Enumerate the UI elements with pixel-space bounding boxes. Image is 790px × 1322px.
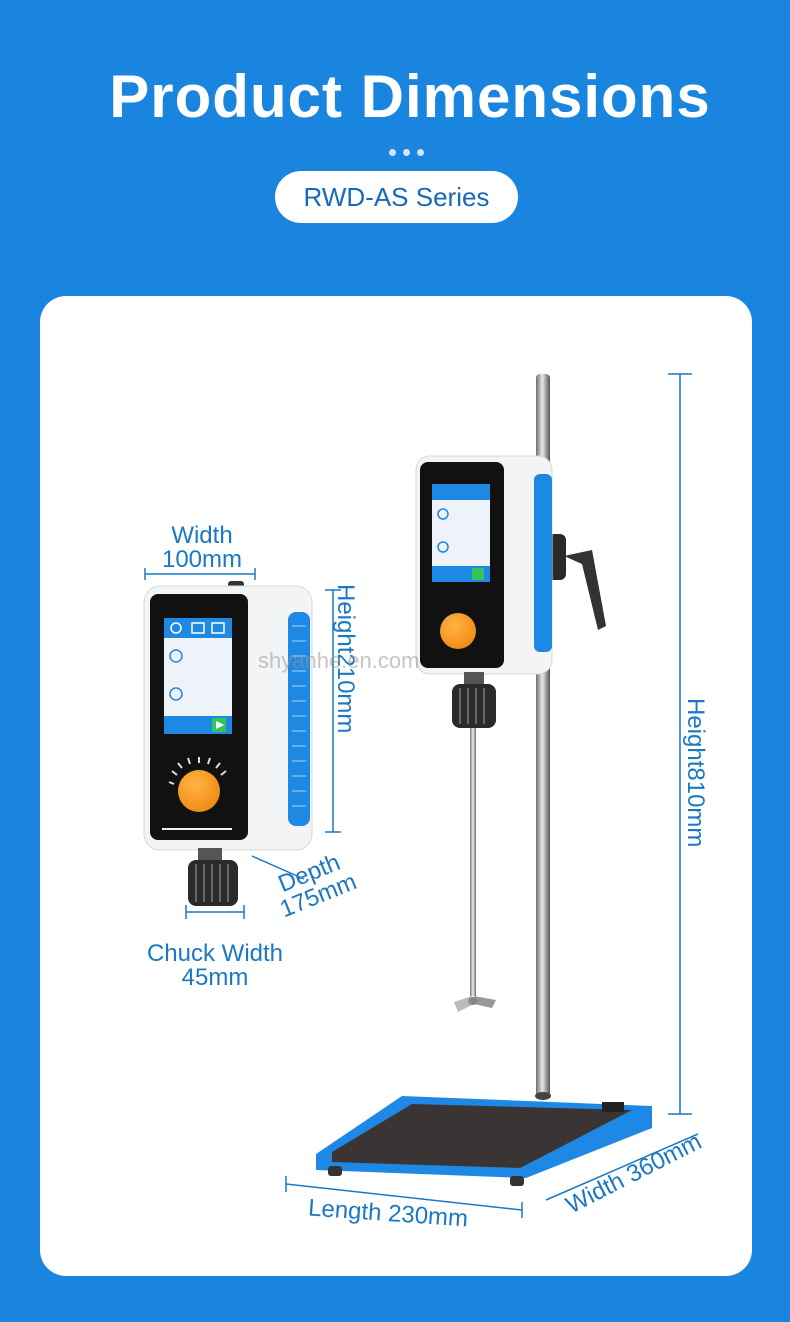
page-title: Product Dimensions xyxy=(109,63,711,130)
series-badge: RWD-AS Series xyxy=(275,171,518,223)
head-width-value: 100mm xyxy=(161,546,243,573)
stand-assembly xyxy=(285,373,699,1218)
dimensions-card: Width 100mm Height210mm Depth 175mm Chuc… xyxy=(40,296,752,1276)
total-height-label: Height810mm xyxy=(682,698,709,848)
product-illustration xyxy=(143,373,699,1218)
watermark-text: shyanhe.en.com xyxy=(258,648,420,673)
chuck-width-value: 45mm xyxy=(181,964,249,991)
head-unit xyxy=(143,568,341,919)
decorative-dots xyxy=(389,143,433,156)
chuck-width-label: Chuck Width 45mm xyxy=(140,942,290,990)
chuck-width-title: Chuck Width xyxy=(146,940,284,967)
head-width-label: Width 100mm xyxy=(146,524,258,572)
head-width-title: Width xyxy=(171,522,233,549)
